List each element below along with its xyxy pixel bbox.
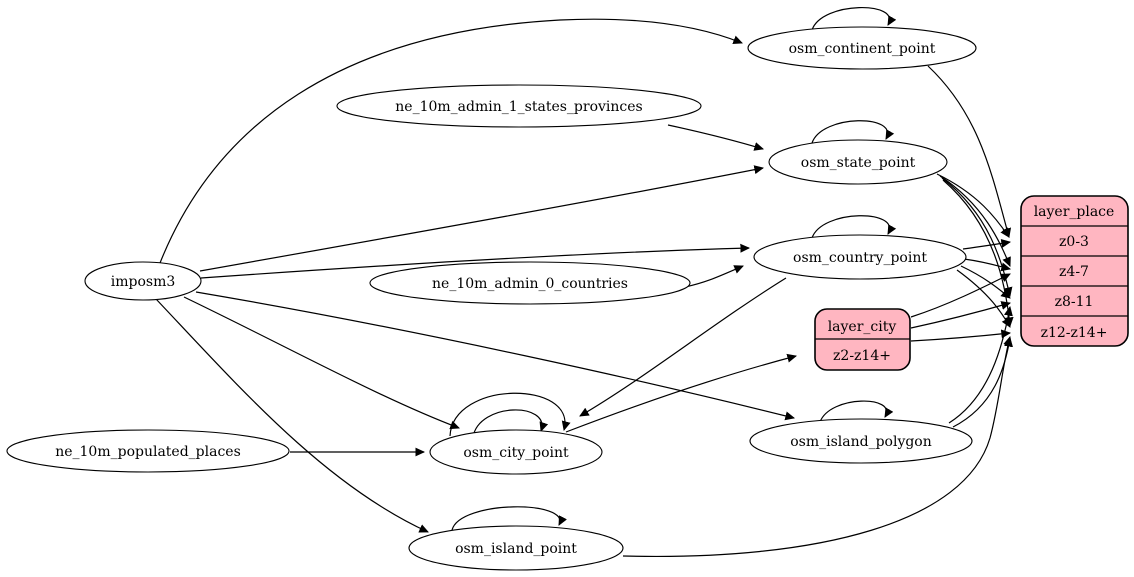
imposm3-ellipse — [84, 261, 202, 301]
self-loop-osm_state_point — [811, 120, 895, 144]
edge-osm_island_polygon-z8-11 — [948, 305, 1013, 424]
edge-osm_continent_point-z0-3 — [927, 65, 1012, 238]
edges-layer — [155, 7, 1014, 558]
osm_island_polygon-ellipse — [749, 418, 973, 464]
node-osm_state_point: osm_state_point — [768, 139, 948, 185]
node-osm_continent_point: osm_continent_point — [747, 26, 977, 70]
ne_10m_admin_1_states_provinces-label: ne_10m_admin_1_states_provinces — [395, 99, 642, 115]
record-layer_place: layer_place z0-3 z4-7 z8-11 z12-z14+ — [1020, 195, 1129, 347]
osm_state_point-ellipse — [768, 139, 948, 185]
ne_10m_admin_0_countries-label: ne_10m_admin_0_countries — [432, 276, 628, 292]
edge-osm_country_point-z8-11 — [960, 265, 1011, 299]
node-osm_country_point: osm_country_point — [753, 234, 967, 280]
layer_place-title: layer_place — [1034, 204, 1115, 220]
edge-layer_city-z12-z14 — [910, 329, 1012, 342]
edge-imposm3-osm_country_point — [200, 243, 751, 279]
osm_continent_point-ellipse — [747, 26, 977, 70]
edge-ne_10m_admin_1_states_provinces-osm_state_point — [667, 124, 764, 151]
osm_island_point-label: osm_island_point — [455, 541, 577, 557]
edge-imposm3-osm_state_point — [199, 165, 765, 272]
node-ne_10m_admin_0_countries: ne_10m_admin_0_countries — [369, 261, 691, 305]
edge-imposm3-osm_city_point — [183, 296, 460, 430]
record-layer_city: layer_city z2-z14+ — [814, 308, 911, 371]
edge-layer_city-z8-11 — [910, 301, 1011, 329]
node-osm_island_polygon: osm_island_polygon — [749, 418, 973, 464]
layer_city-title: layer_city — [828, 319, 897, 335]
layer_place-row-z12-z14: z12-z14+ — [1041, 325, 1108, 341]
ne_10m_populated_places-label: ne_10m_populated_places — [55, 444, 241, 460]
edge-osm_island_polygon-z12-z14 — [952, 336, 1014, 428]
self-loop-osm_island_point — [451, 506, 567, 531]
osm_state_point-label: osm_state_point — [801, 155, 916, 171]
layer_place-box — [1020, 195, 1129, 347]
node-ne_10m_admin_1_states_provinces: ne_10m_admin_1_states_provinces — [336, 84, 702, 128]
osm_country_point-label: osm_country_point — [793, 250, 927, 266]
edge-imposm3-osm_continent_point — [159, 18, 743, 264]
edge-osm_state_point-z0-3 — [936, 173, 1010, 238]
node-imposm3: imposm3 — [84, 261, 202, 301]
self-loop-osm_country_point — [811, 215, 897, 239]
node-ne_10m_populated_places: ne_10m_populated_places — [6, 429, 290, 473]
edge-layer_city-z4-7 — [910, 273, 1011, 318]
edge-osm_state_point-z8-11 — [941, 177, 1013, 297]
edge-osm_country_point-z0-3 — [962, 238, 1012, 250]
osm_island_polygon-label: osm_island_polygon — [790, 434, 932, 450]
edge-osm_country_point-z12-z14 — [956, 269, 1011, 328]
edge-imposm3-osm_island_polygon — [195, 291, 795, 421]
osm_city_point-label: osm_city_point — [463, 445, 569, 461]
layer_place-row-z8-11: z8-11 — [1055, 294, 1094, 310]
nodes-layer: imposm3 ne_10m_admin_1_states_provinces … — [6, 26, 1129, 571]
edge-osm_country_point-z4-7 — [963, 258, 1011, 272]
ne_10m_admin_0_countries-ellipse — [369, 261, 691, 305]
edge-osm_city_point-layer_city — [565, 353, 797, 433]
node-osm_city_point: osm_city_point — [429, 429, 603, 475]
layer_place-row-z0-3: z0-3 — [1059, 234, 1089, 250]
self-loop-osm_city_point-outer — [449, 392, 571, 437]
edge-imposm3-osm_island_point — [155, 298, 429, 533]
edge-ne_10m_admin_0_countries-osm_country_point — [684, 265, 744, 288]
imposm3-label: imposm3 — [111, 274, 176, 290]
self-loop-osm_island_polygon — [819, 400, 894, 423]
layer_city-row-z2-z14: z2-z14+ — [833, 348, 891, 364]
edge-osm_island_point-z12-z14 — [622, 336, 1012, 558]
ne_10m_populated_places-ellipse — [6, 429, 290, 473]
self-loop-osm_city_point-inner — [472, 409, 549, 438]
node-osm_island_point: osm_island_point — [408, 525, 624, 571]
osm_island_point-ellipse — [408, 525, 624, 571]
ne_10m_admin_1_states_provinces-ellipse — [336, 84, 702, 128]
self-loop-osm_continent_point — [811, 7, 897, 31]
edge-osm_state_point-z4-7 — [939, 175, 1011, 267]
osm_city_point-ellipse — [429, 429, 603, 475]
osm_country_point-ellipse — [753, 234, 967, 280]
layer_place-row-z4-7: z4-7 — [1059, 264, 1089, 280]
edge-osm_country_point-osm_city_point — [579, 277, 787, 417]
osm_continent_point-label: osm_continent_point — [789, 41, 936, 57]
